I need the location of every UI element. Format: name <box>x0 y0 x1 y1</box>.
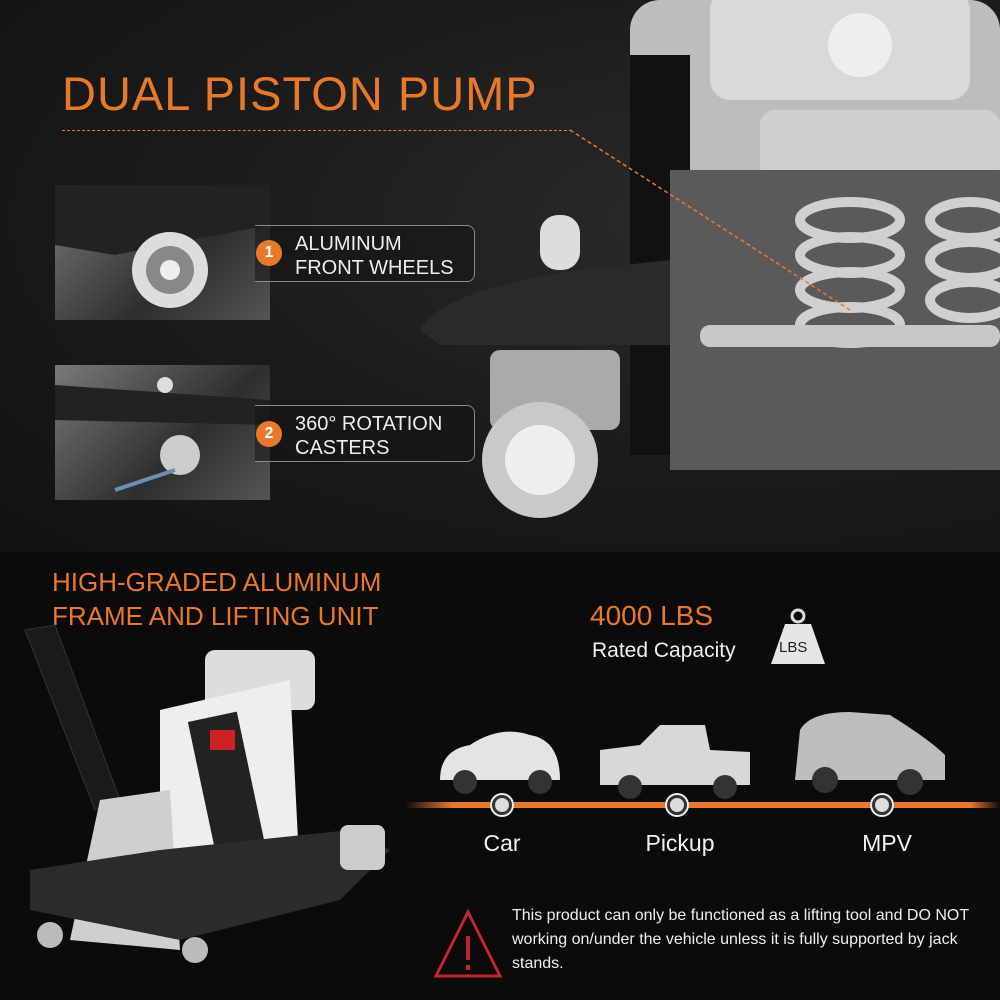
mpv-image <box>795 712 945 795</box>
vehicle-images <box>440 712 945 799</box>
pump-closeup-image <box>420 0 1000 518</box>
mpv-marker <box>872 795 892 815</box>
feature-aluminum-front-wheels: ALUMINUM FRONT WHEELS <box>255 225 475 282</box>
capacity-label: Rated Capacity <box>592 639 736 662</box>
car-marker <box>492 795 512 815</box>
pickup-marker <box>667 795 687 815</box>
caster-image <box>55 365 270 500</box>
floor-jack-image <box>24 624 390 963</box>
feature-number-1: 1 <box>256 240 282 266</box>
warning-text: This product can only be functioned as a… <box>512 907 969 972</box>
feature-1-line2: FRONT WHEELS <box>295 257 454 279</box>
feature-360-rotation-casters: 360° ROTATION CASTERS <box>255 405 475 462</box>
vehicle-label-mpv: MPV <box>862 830 912 856</box>
feature-number-2: 2 <box>256 421 282 447</box>
vehicle-label-car: Car <box>483 830 521 856</box>
warning-icon <box>433 908 503 978</box>
frame-heading-line2: FRAME AND LIFTING UNIT <box>52 601 379 631</box>
feature-2-line2: CASTERS <box>295 437 390 459</box>
vehicle-label-pickup: Pickup <box>645 830 715 856</box>
frame-heading: HIGH-GRADED ALUMINUM FRAME AND LIFTING U… <box>52 565 381 633</box>
weight-icon: LBS <box>765 608 831 666</box>
capacity-value: 4000 LBS <box>590 600 713 631</box>
car-image <box>440 731 560 794</box>
page-title: DUAL PISTON PUMP <box>62 67 538 120</box>
capacity-timeline <box>405 802 1000 808</box>
frame-heading-line1: HIGH-GRADED ALUMINUM <box>52 567 382 597</box>
callout-line <box>62 130 572 131</box>
feature-2-line1: 360° ROTATION <box>295 413 443 435</box>
pickup-image <box>600 725 750 799</box>
feature-1-line1: ALUMINUM <box>295 233 402 255</box>
weight-icon-text: LBS <box>779 639 808 656</box>
front-wheel-image <box>55 185 270 320</box>
